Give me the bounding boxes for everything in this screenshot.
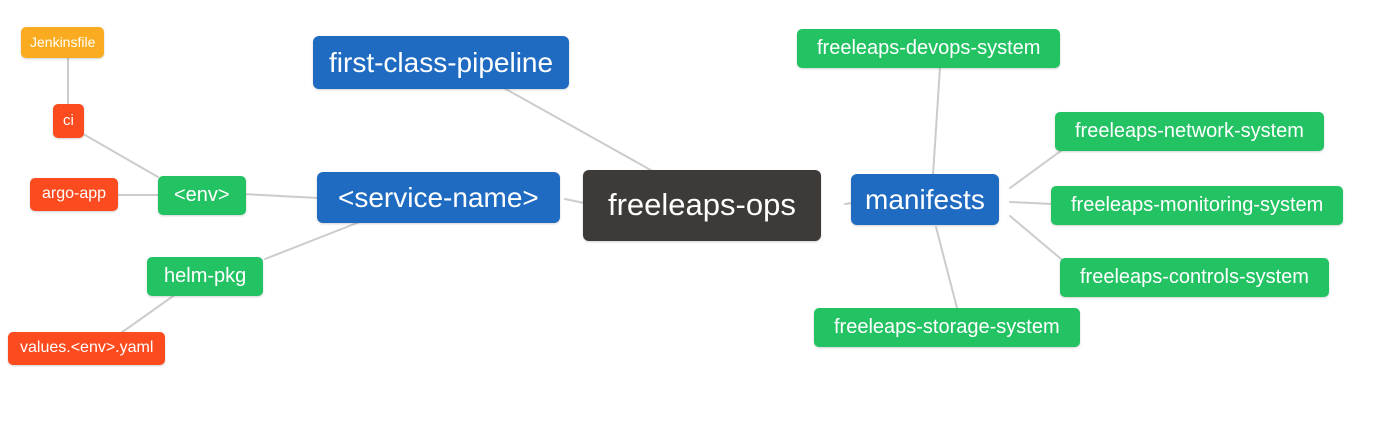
- edge-env-service-name: [242, 193, 319, 199]
- edge-manifests-monitoring: [1009, 201, 1053, 205]
- node-freeleaps-ops[interactable]: freeleaps-ops: [583, 170, 821, 241]
- edge-pipeline-freeleaps-ops: [503, 87, 657, 174]
- node-first-class-pipeline[interactable]: first-class-pipeline: [313, 36, 570, 90]
- node-freeleaps-controls-system[interactable]: freeleaps-controls-system: [1060, 258, 1329, 297]
- node-env[interactable]: <env>: [158, 176, 246, 215]
- node-values-env-yaml[interactable]: values.<env>.yaml: [8, 332, 166, 365]
- edge-manifests-controls: [1009, 215, 1062, 260]
- node-freeleaps-storage-system[interactable]: freeleaps-storage-system: [814, 308, 1080, 347]
- node-freeleaps-network-system[interactable]: freeleaps-network-system: [1055, 112, 1324, 151]
- node-freeleaps-devops-system[interactable]: freeleaps-devops-system: [797, 29, 1061, 68]
- node-freeleaps-monitoring-system[interactable]: freeleaps-monitoring-system: [1051, 186, 1344, 225]
- node-manifests[interactable]: manifests: [851, 174, 999, 226]
- edge-manifests-devops: [932, 66, 941, 176]
- node-ci[interactable]: ci: [53, 104, 84, 138]
- node-jenkinsfile[interactable]: Jenkinsfile: [21, 27, 105, 58]
- edge-manifests-network: [1009, 149, 1063, 189]
- node-helm-pkg[interactable]: helm-pkg: [147, 257, 264, 296]
- edge-manifests-storage: [935, 226, 958, 309]
- edge-helm-pkg-values: [120, 293, 177, 334]
- edge-freeleaps-ops-manifests: [844, 202, 853, 205]
- edge-service-name-freeleaps-ops: [564, 198, 585, 204]
- node-argo-app[interactable]: argo-app: [30, 178, 119, 211]
- node-service-name[interactable]: <service-name>: [317, 172, 560, 224]
- edge-ci-env: [84, 134, 159, 178]
- edge-service-name-helm-pkg: [264, 220, 363, 260]
